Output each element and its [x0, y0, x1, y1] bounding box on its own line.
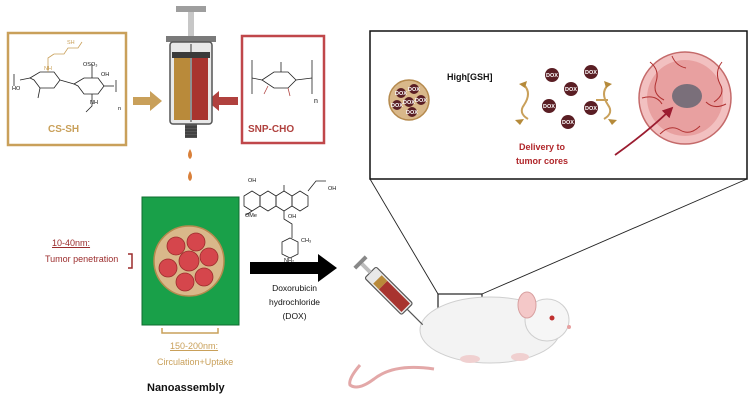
dox-particle	[584, 65, 598, 79]
dox-particle	[561, 115, 575, 129]
dox-tag-inner: DOX	[403, 100, 415, 106]
inset-nanoparticle	[388, 79, 430, 121]
dox-structure	[243, 180, 326, 259]
dox-line3: (DOX)	[282, 311, 307, 321]
dox-oh-right: OH	[328, 186, 337, 192]
dox-ch3: CH₃	[301, 238, 312, 244]
dox-oh-mid: OH	[288, 214, 297, 220]
delivery-line1: Delivery to	[518, 142, 566, 152]
delivery-label: Delivery to tumor cores	[516, 140, 568, 168]
oso3-label: OSO₃	[83, 62, 98, 68]
snp-cho-label: SNP-CHO	[248, 124, 295, 135]
released-dox-particles: DOX DOX DOX DOX DOX DOX	[542, 65, 598, 129]
nh-label: NH	[90, 100, 98, 106]
circulation-bracket	[161, 328, 219, 334]
delivery-line2: tumor cores	[516, 156, 569, 166]
snp-cho-panel	[240, 34, 326, 145]
dox-tag-inner: DOX	[391, 103, 403, 109]
dox-tag: DOX	[585, 70, 597, 76]
cs-sh-structure	[13, 41, 117, 113]
sh-label: SH	[67, 40, 75, 46]
small-size-label: 10-40nm:	[52, 238, 91, 248]
dox-particle	[564, 82, 578, 96]
cs-sh-label: CS-SH	[48, 124, 80, 135]
oh-label: OH	[101, 72, 110, 78]
nanoassembly-box	[141, 196, 240, 326]
dox-tag: DOX	[546, 73, 558, 79]
dox-particle	[584, 101, 598, 115]
dox-nh2: NH₂	[284, 258, 295, 264]
circulation-uptake-label: Circulation+Uptake	[157, 357, 234, 367]
dox-tag: DOX	[543, 104, 555, 110]
mouse-illustration	[348, 291, 571, 389]
cs-sh-panel	[6, 31, 128, 147]
dox-line1: Doxorubicin	[272, 283, 317, 293]
snp-cho-structure	[251, 60, 313, 97]
n-left-label: n	[118, 106, 122, 112]
dox-tag-inner: DOX	[408, 87, 420, 93]
large-size-label: 150-200nm:	[170, 341, 219, 351]
tumor-penetration-bracket	[128, 253, 133, 269]
high-gsh-label: High[GSH]	[447, 72, 493, 82]
dox-tag: DOX	[585, 106, 597, 112]
dox-tag: DOX	[562, 120, 574, 126]
dox-tag-inner: DOX	[395, 91, 407, 97]
drug-loading-arrow	[250, 254, 337, 282]
dox-caption: Doxorubicin hydrochloride (DOX)	[269, 281, 320, 323]
dox-particle	[545, 68, 559, 82]
n-right-label: n	[314, 98, 318, 105]
tumor-penetration-label: Tumor penetration	[45, 254, 119, 264]
polymer-arrows	[133, 91, 238, 111]
delivery-arrow	[614, 106, 674, 156]
tumor-graphic	[638, 51, 732, 145]
released-chains	[520, 84, 612, 120]
dox-tag-inner: DOX	[415, 98, 427, 104]
dox-tag-inner: DOX	[406, 110, 418, 116]
injection-syringe	[353, 255, 424, 326]
dox-oh-top: OH	[248, 178, 257, 184]
nanoassembly-title: Nanoassembly	[147, 382, 225, 394]
ho-label: HO	[12, 86, 21, 92]
droplets	[188, 149, 192, 181]
dox-particle	[542, 99, 556, 113]
dox-line2: hydrochloride	[269, 297, 321, 307]
dox-tag: DOX	[565, 87, 577, 93]
dual-syringe	[166, 6, 216, 138]
dox-ome: OMe	[245, 213, 257, 219]
nh-label-top: NH	[44, 66, 52, 72]
